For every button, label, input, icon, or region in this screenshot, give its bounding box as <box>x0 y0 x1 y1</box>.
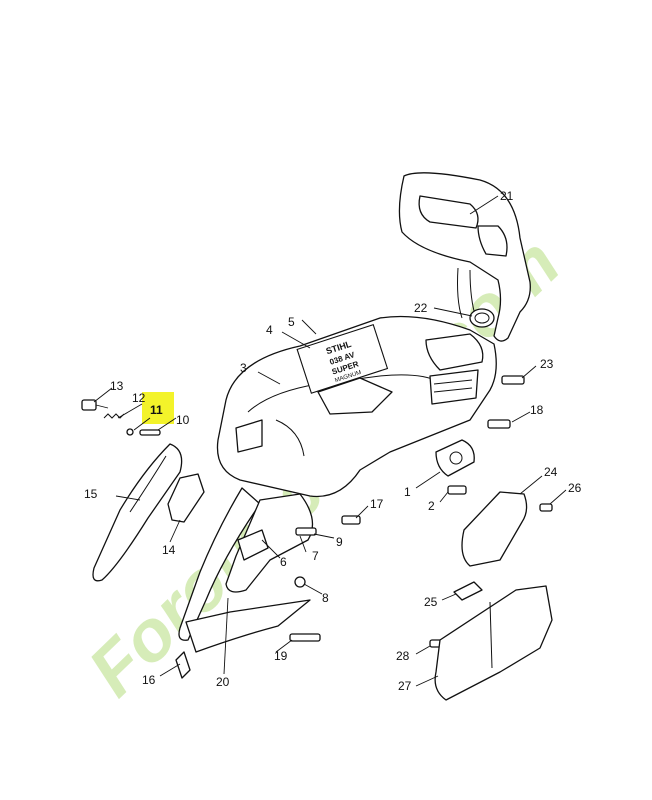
spring-12 <box>103 413 125 419</box>
callout-20: 20 <box>216 675 230 689</box>
callout-10: 10 <box>176 413 190 427</box>
screw-18 <box>487 419 511 429</box>
callout-19: 19 <box>274 649 288 663</box>
callouts: 1 2 3 4 5 6 7 8 9 10 11 12 13 14 15 16 1… <box>84 189 582 693</box>
screw-26 <box>539 503 553 512</box>
screw-2 <box>447 485 467 495</box>
callout-28: 28 <box>396 649 410 663</box>
decal-label: STIHL 038 AV SUPER MAGNUM <box>296 324 389 394</box>
highlight-marker <box>142 392 174 424</box>
plate-part-27 <box>434 585 553 701</box>
callout-12: 12 <box>132 391 146 405</box>
nut-8 <box>294 576 306 588</box>
washer-11 <box>126 428 134 436</box>
callout-11: 11 <box>150 403 163 417</box>
callout-25: 25 <box>424 595 438 609</box>
callout-24: 24 <box>544 465 558 479</box>
clip-part-14 <box>167 473 205 523</box>
front-handle <box>398 172 531 342</box>
screw-17 <box>341 515 361 525</box>
callout-3: 3 <box>240 361 247 375</box>
leader-lines <box>93 195 567 687</box>
callout-27: 27 <box>398 679 412 693</box>
callout-22: 22 <box>414 301 428 315</box>
callout-23: 23 <box>540 357 554 371</box>
callout-1: 1 <box>404 485 411 499</box>
part-16 <box>175 651 191 679</box>
callout-2: 2 <box>428 499 435 513</box>
callout-21: 21 <box>500 189 514 203</box>
callout-16: 16 <box>142 673 156 687</box>
callout-4: 4 <box>266 323 273 337</box>
pin-10 <box>139 429 161 436</box>
spring-part-22 <box>469 308 495 328</box>
part-25 <box>453 581 483 601</box>
callout-15: 15 <box>84 487 98 501</box>
callout-13: 13 <box>110 379 124 393</box>
screw-13 <box>81 399 109 411</box>
screw-19 <box>289 633 321 642</box>
callout-7: 7 <box>312 549 319 563</box>
callout-26: 26 <box>568 481 582 495</box>
cover-part-24 <box>461 491 528 567</box>
screw-23 <box>501 375 525 385</box>
screw-9 <box>295 527 317 536</box>
bumper-part-1 <box>435 439 475 477</box>
callout-14: 14 <box>162 543 176 557</box>
trim-strip-15 <box>92 443 183 582</box>
callout-18: 18 <box>530 403 544 417</box>
callout-17: 17 <box>370 497 384 511</box>
callout-6: 6 <box>280 555 287 569</box>
lower-guard <box>178 487 314 653</box>
shroud-housing <box>216 315 497 498</box>
callout-8: 8 <box>322 591 329 605</box>
callout-9: 9 <box>336 535 343 549</box>
callout-5: 5 <box>288 315 295 329</box>
